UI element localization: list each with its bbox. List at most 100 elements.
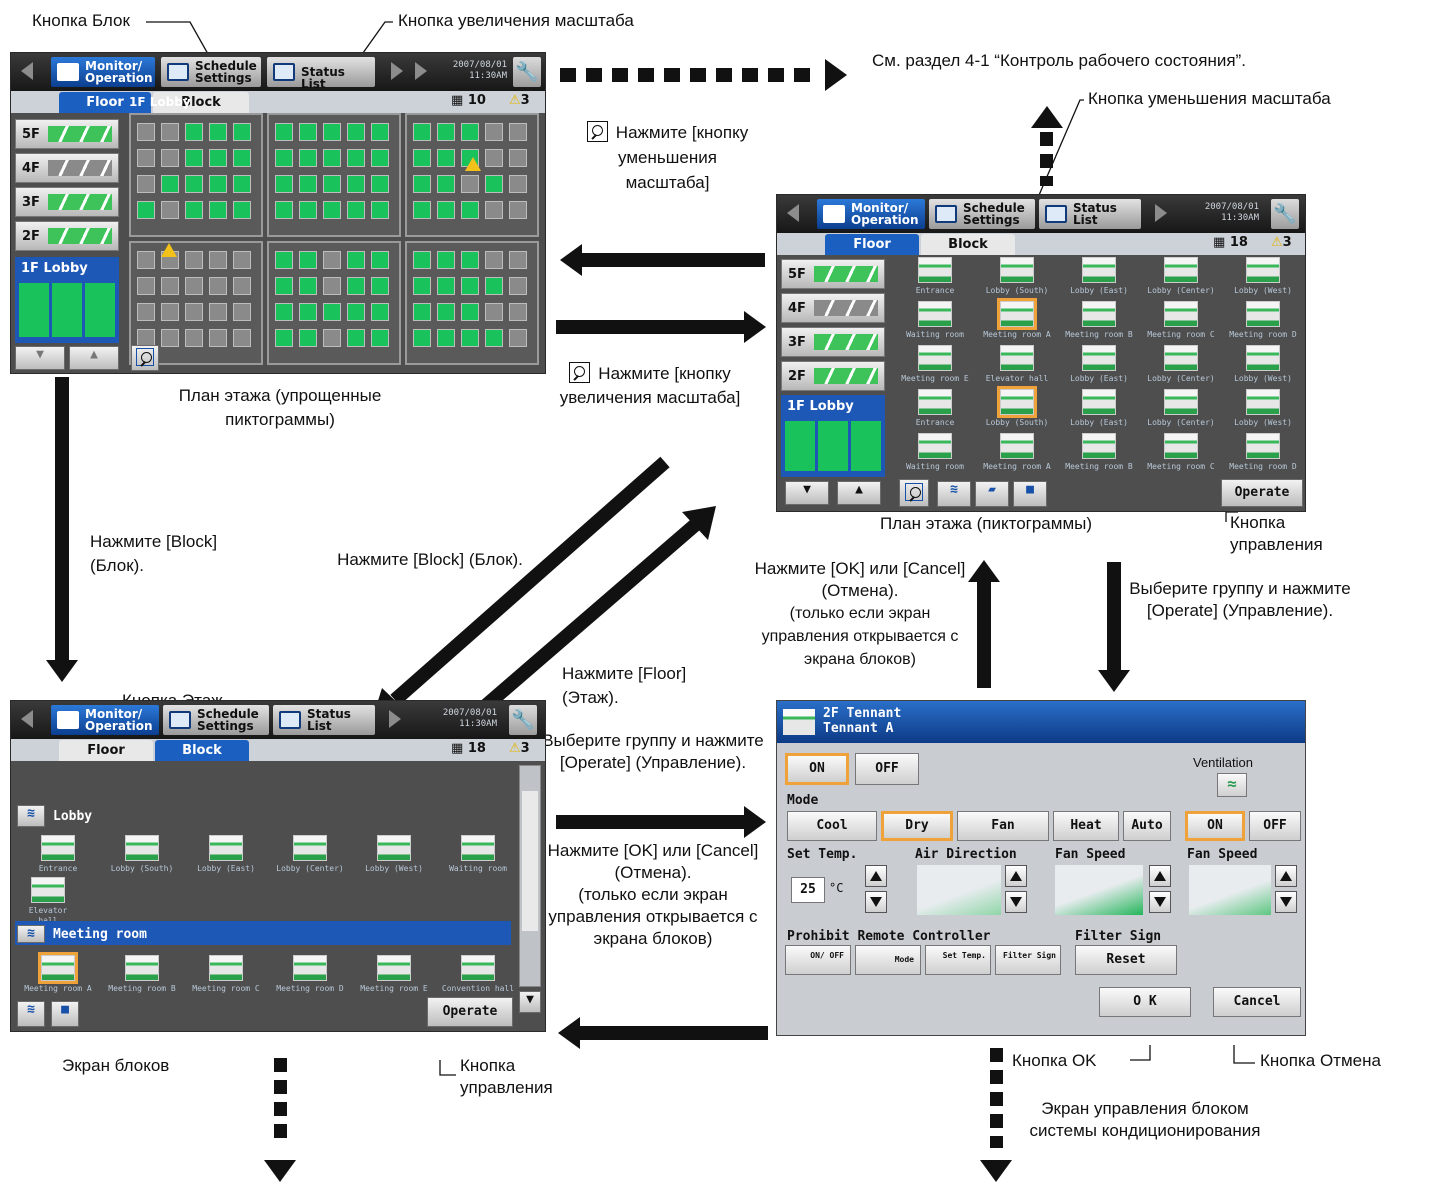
wrench-icon[interactable]: 🔧	[513, 57, 541, 87]
unit-cell[interactable]	[275, 123, 293, 141]
unit-icon[interactable]: Meeting room D	[269, 955, 351, 994]
unit-cell[interactable]	[347, 149, 365, 167]
unit-cell[interactable]	[509, 123, 527, 141]
unit-icon[interactable]: Lobby (Center)	[1141, 257, 1221, 296]
unit-cell[interactable]	[509, 303, 527, 321]
unit-cell[interactable]	[299, 329, 317, 347]
prohibit-onoff-button[interactable]: ON/ OFF	[785, 945, 851, 975]
unit-cell[interactable]	[275, 175, 293, 193]
tab-status-list[interactable]: Status List	[273, 705, 375, 735]
unit-cell[interactable]	[161, 201, 179, 219]
unit-icon[interactable]: Meeting room A	[17, 952, 99, 994]
unit-cell[interactable]	[371, 175, 389, 193]
operate-button[interactable]: Operate	[427, 997, 513, 1027]
unit-cell[interactable]	[137, 303, 155, 321]
unit-icon[interactable]: Waiting room	[895, 301, 975, 340]
unit-cell[interactable]	[485, 123, 503, 141]
unit-icon[interactable]: Elevator hall	[977, 345, 1057, 384]
floor-tab[interactable]: Floor	[59, 92, 151, 113]
unit-cell[interactable]	[323, 149, 341, 167]
next-arrow-icon[interactable]	[415, 62, 427, 80]
prohibit-settemp-button[interactable]: Set Temp.	[925, 945, 991, 975]
unit-cell[interactable]	[461, 303, 479, 321]
unit-cell[interactable]	[437, 303, 455, 321]
unit-cell[interactable]	[209, 201, 227, 219]
unit-cell[interactable]	[137, 123, 155, 141]
unit-icon[interactable]: Lobby (East)	[1059, 389, 1139, 428]
floor-tab[interactable]: Floor	[59, 740, 153, 761]
tab-status-list[interactable]: Status List	[1039, 199, 1141, 229]
mode-auto[interactable]: Auto	[1123, 811, 1171, 841]
mode-dry[interactable]: Dry	[881, 811, 953, 841]
temp-down-button[interactable]	[865, 891, 887, 913]
vent-fan-speed-up-button[interactable]	[1275, 865, 1297, 887]
unit-cell[interactable]	[347, 175, 365, 193]
unit-cell[interactable]	[299, 277, 317, 295]
scroll-up-button[interactable]: ▲	[837, 481, 881, 505]
unit-cell[interactable]	[323, 303, 341, 321]
next-arrow-icon[interactable]	[391, 62, 403, 80]
unit-cell[interactable]	[485, 149, 503, 167]
unit-cell[interactable]	[233, 149, 251, 167]
unit-icon[interactable]: Meeting room A	[977, 298, 1057, 340]
unit-cell[interactable]	[413, 201, 431, 219]
unit-cell[interactable]	[137, 149, 155, 167]
scroll-down-button[interactable]: ▼	[519, 991, 541, 1013]
block-tab[interactable]: Block	[921, 234, 1015, 255]
unit-icon[interactable]: Meeting room D	[1223, 301, 1303, 340]
unit-cell[interactable]	[413, 329, 431, 347]
unit-cell[interactable]	[485, 277, 503, 295]
unit-cell[interactable]	[299, 303, 317, 321]
unit-cell[interactable]	[161, 123, 179, 141]
floor-button-5f[interactable]: 5F	[781, 259, 885, 289]
unit-cell[interactable]	[347, 123, 365, 141]
unit-cell[interactable]	[347, 329, 365, 347]
unit-cell[interactable]	[323, 329, 341, 347]
next-arrow-icon[interactable]	[1155, 204, 1167, 222]
unit-icon[interactable]: Meeting room B	[101, 955, 183, 994]
prev-arrow-icon[interactable]	[21, 62, 33, 80]
unit-icon[interactable]: Lobby (West)	[1223, 389, 1303, 428]
unit-cell[interactable]	[137, 251, 155, 269]
unit-cell[interactable]	[275, 251, 293, 269]
unit-icon[interactable]: Meeting room C	[185, 955, 267, 994]
unit-icon[interactable]: Entrance	[895, 389, 975, 428]
unit-icon[interactable]: Entrance	[17, 835, 99, 874]
unit-cell[interactable]	[371, 303, 389, 321]
unit-icon[interactable]: Meeting room A	[977, 433, 1057, 472]
unit-cell[interactable]	[299, 123, 317, 141]
unit-cell[interactable]	[371, 201, 389, 219]
cancel-button[interactable]: Cancel	[1213, 987, 1301, 1017]
unit-icon[interactable]: Lobby (South)	[977, 386, 1057, 428]
unit-cell[interactable]	[323, 277, 341, 295]
unit-icon[interactable]: Waiting room	[895, 433, 975, 472]
unit-cell[interactable]	[323, 201, 341, 219]
tab-schedule-settings[interactable]: Schedule Settings	[161, 57, 261, 87]
unit-cell[interactable]	[209, 277, 227, 295]
view-mode-icon[interactable]: ≋	[17, 1001, 45, 1027]
unit-cell[interactable]	[509, 201, 527, 219]
floor-selected-1f[interactable]: 1F Lobby	[781, 395, 885, 477]
view-mode-icon[interactable]: ≋	[937, 481, 971, 507]
block-tab[interactable]: Block	[155, 740, 249, 761]
unit-cell[interactable]	[137, 175, 155, 193]
prev-arrow-icon[interactable]	[21, 710, 33, 728]
unit-cell[interactable]	[485, 251, 503, 269]
prohibit-filter-button[interactable]: Filter Sign	[995, 945, 1061, 975]
unit-cell[interactable]	[347, 201, 365, 219]
unit-cell[interactable]	[233, 251, 251, 269]
air-direction-down-button[interactable]	[1005, 891, 1027, 913]
unit-cell[interactable]	[161, 149, 179, 167]
unit-cell[interactable]	[137, 277, 155, 295]
floor-button-3f[interactable]: 3F	[15, 187, 119, 217]
mode-fan[interactable]: Fan	[957, 811, 1049, 841]
mode-cool[interactable]: Cool	[787, 811, 877, 841]
tab-status-list[interactable]: Status List	[267, 57, 375, 90]
unit-cell[interactable]	[233, 123, 251, 141]
view-mode-icon[interactable]: ■	[51, 1001, 79, 1027]
scrollbar-thumb[interactable]	[522, 791, 538, 931]
unit-icon[interactable]: Lobby (South)	[101, 835, 183, 874]
unit-cell[interactable]	[461, 123, 479, 141]
unit-cell[interactable]	[371, 123, 389, 141]
unit-icon[interactable]: Lobby (Center)	[1141, 389, 1221, 428]
